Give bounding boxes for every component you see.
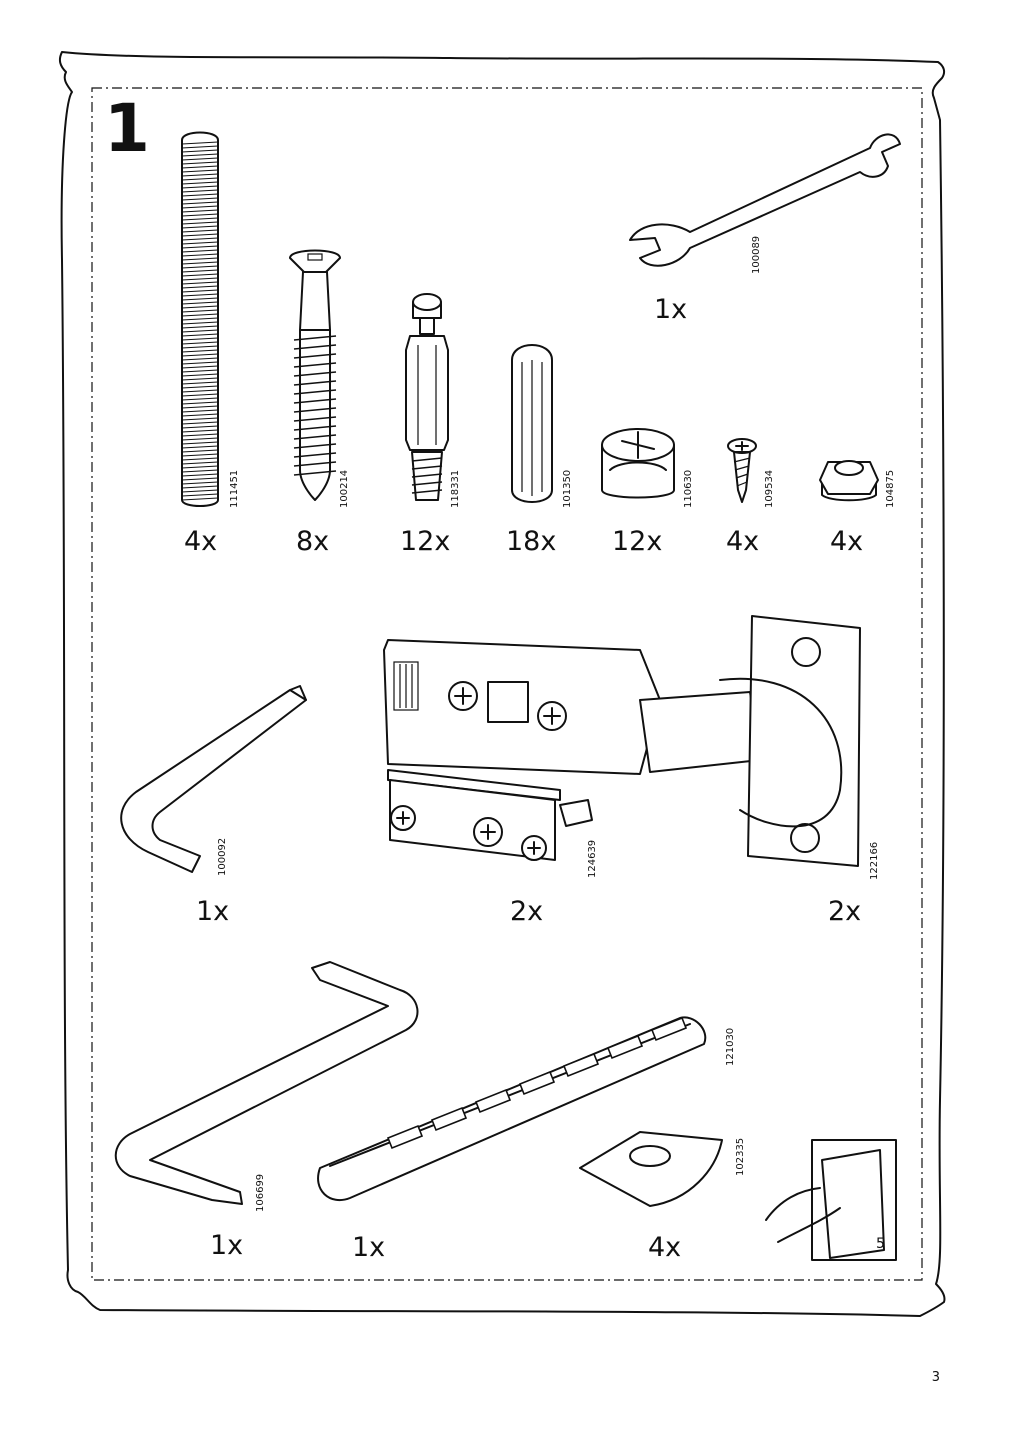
code-121030: 121030 (725, 1027, 736, 1066)
hinge-icon (383, 615, 861, 867)
dowel-icon (511, 344, 553, 503)
qty-122166: 2x (828, 896, 862, 927)
code-104875: 104875 (885, 469, 896, 508)
qty-124639: 2x (510, 896, 544, 927)
code-109534: 109534 (764, 469, 775, 508)
code-118331: 118331 (450, 469, 461, 508)
inner-dashed-border (91, 87, 923, 1281)
code-100089: 100089 (751, 235, 762, 274)
wrench-icon (629, 133, 901, 267)
code-110630: 110630 (683, 469, 694, 508)
qty-121030: 1x (352, 1232, 386, 1263)
code-124639: 124639 (587, 839, 598, 878)
allen-key-icon (120, 685, 307, 873)
shelf-rail-icon (317, 1016, 707, 1201)
cam-bolt-icon (405, 293, 449, 501)
qty-118331: 12x (400, 526, 451, 557)
qty-102335: 4x (648, 1232, 682, 1263)
code-100214: 100214 (339, 469, 350, 508)
qty-109534: 4x (726, 526, 760, 557)
qty-101350: 18x (506, 526, 557, 557)
code-101350: 101350 (562, 469, 573, 508)
page-turn-icon (765, 1139, 897, 1261)
qty-104875: 4x (830, 526, 864, 557)
page-ref-number: 5 (876, 1236, 885, 1252)
screwdriver-key-icon (114, 961, 419, 1205)
wedge-icon (579, 1131, 723, 1207)
code-102335: 102335 (735, 1137, 746, 1176)
code-111451: 111451 (229, 469, 240, 508)
code-106699: 106699 (255, 1173, 266, 1212)
code-122166: 122166 (869, 841, 880, 880)
mounting-plate-icon (387, 769, 593, 861)
small-screw-icon (727, 438, 757, 503)
sheet-frame (58, 51, 946, 1317)
threaded-rod-icon (181, 131, 219, 507)
code-100092: 100092 (217, 837, 228, 876)
qty-106699: 1x (210, 1230, 244, 1261)
qty-100089: 1x (654, 294, 688, 325)
qty-111451: 4x (184, 526, 218, 557)
page-number: 3 (931, 1370, 940, 1385)
step-number: 1 (104, 90, 150, 167)
qty-110630: 12x (612, 526, 663, 557)
cam-lock-icon (601, 428, 675, 499)
nut-icon (819, 460, 879, 502)
qty-100214: 8x (296, 526, 330, 557)
screw-icon (289, 249, 341, 501)
qty-100092: 1x (196, 896, 230, 927)
